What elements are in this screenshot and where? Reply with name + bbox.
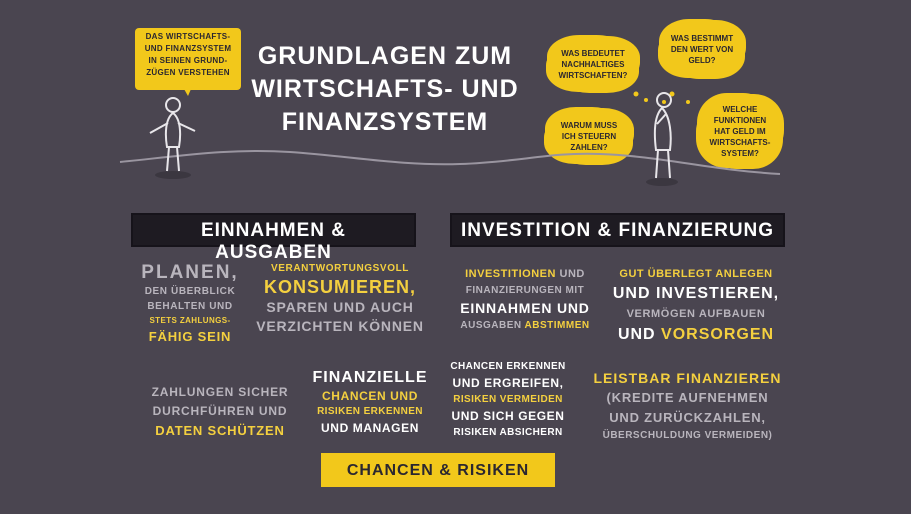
block-text: ABSTIMMEN: [524, 320, 590, 331]
cloud-text: WIRTSCHAFTS-: [709, 137, 771, 147]
block-text: SPAREN UND AUCH: [266, 299, 414, 315]
block-text: ZAHLUNGEN SICHER: [151, 385, 289, 399]
stick-figure-icon: [149, 97, 196, 179]
block-text: UND: [617, 326, 662, 343]
block-text: VERZICHTEN KÖNNEN: [256, 318, 424, 334]
cloud-text: ICH STEUERN: [561, 131, 617, 141]
block-text: STETS ZAHLUNGS-: [149, 316, 231, 325]
block-text: BEHALTEN UND: [147, 301, 233, 312]
cloud-text: ZAHLEN?: [570, 142, 608, 152]
thought-cloud-funktionen: WELCHE FUNKTIONEN HAT GELD IM WIRTSCHAFT…: [700, 96, 780, 166]
title-line-2: WIRTSCHAFTS- UND: [251, 75, 519, 103]
block-text: CHANCEN UND: [322, 389, 418, 403]
block-text: EINNAHMEN UND: [460, 300, 590, 316]
block-text: FINANZIERUNGEN MIT: [465, 285, 585, 296]
block-text: RISIKEN ERKENNEN: [317, 406, 423, 417]
note-line-4: ZÜGEN VERSTEHEN: [146, 68, 230, 77]
block-konsumieren: VERANTWORTUNGSVOLL KONSUMIEREN, SPAREN U…: [255, 262, 425, 336]
block-text: DEN ÜBERBLICK: [144, 286, 236, 297]
block-anlegen: GUT ÜBERLEGT ANLEGEN UND INVESTIEREN, VE…: [605, 265, 787, 347]
cloud-text: WELCHE: [722, 104, 758, 114]
speech-bubble-tail: [180, 82, 194, 96]
title-line-1: GRUNDLAGEN ZUM: [257, 42, 513, 70]
block-text: UND MANAGEN: [321, 421, 419, 435]
block-text: AUSGABEN: [460, 320, 525, 331]
block-finanzielle-chancen: FINANZIELLE CHANCEN UND RISIKEN ERKENNEN…: [308, 368, 432, 436]
block-text: RISIKEN VERMEIDEN: [453, 394, 563, 405]
block-chancen-erkennen: CHANCEN ERKENNEN UND ERGREIFEN, RISIKEN …: [443, 359, 573, 441]
block-text: DURCHFÜHREN UND: [152, 404, 288, 418]
block-text: UND: [555, 268, 585, 280]
block-text: FÄHIG SEIN: [148, 329, 232, 344]
speech-bubble-left: DAS WIRTSCHAFTS- UND FINANZSYSTEM IN SEI…: [135, 28, 241, 90]
block-text: RISIKEN ABSICHERN: [453, 427, 563, 438]
thinking-figure-icon: [646, 92, 678, 186]
cloud-text: SYSTEM?: [721, 148, 759, 158]
cloud-text: WARUM MUSS: [560, 120, 618, 130]
block-line: AUSGABEN ABSTIMMEN: [450, 318, 600, 334]
block-text: INVESTITIONEN: [465, 268, 556, 280]
heading-chancen-risiken: CHANCEN & RISIKEN: [321, 453, 555, 487]
block-text: CHANCEN ERKENNEN: [450, 361, 566, 372]
thought-dots: [633, 91, 690, 104]
block-text: (KREDITE AUFNEHMEN: [606, 390, 769, 405]
cloud-text: WIRTSCHAFTEN?: [558, 70, 628, 80]
block-text: GUT ÜBERLEGT ANLEGEN: [619, 268, 773, 280]
cloud-text: FUNKTIONEN: [713, 115, 767, 125]
block-line: INVESTITIONEN UND: [450, 265, 600, 283]
block-text: UND INVESTIEREN,: [612, 285, 780, 302]
block-text: UND ZURÜCKZAHLEN,: [609, 410, 766, 425]
cloud-text: GELD?: [688, 55, 716, 65]
note-line-3: IN SEINEN GRUND-: [148, 56, 228, 65]
cloud-text: WAS BEDEUTET: [561, 48, 625, 58]
block-text: ÜBERSCHULDUNG VERMEIDEN): [602, 430, 773, 441]
block-line: UND VORSORGEN: [605, 323, 787, 347]
cloud-text: DEN WERT VON: [670, 44, 734, 54]
page-title: GRUNDLAGEN ZUM WIRTSCHAFTS- UND FINANZSY…: [250, 40, 520, 139]
block-leistbar-finanzieren: LEISTBAR FINANZIEREN (KREDITE AUFNEHMEN …: [590, 368, 785, 444]
cloud-text: HAT GELD IM: [714, 126, 766, 136]
cloud-text: NACHHALTIGES: [561, 59, 625, 69]
block-text: UND ERGREIFEN,: [452, 376, 564, 390]
title-line-3: FINANZSYSTEM: [281, 108, 489, 136]
heading-einnahmen-ausgaben: EINNAHMEN & AUSGABEN: [131, 213, 416, 263]
thought-cloud-geldwert: WAS BESTIMMT DEN WERT VON GELD?: [662, 22, 742, 76]
block-text: VORSORGEN: [661, 326, 775, 343]
note-line-1: DAS WIRTSCHAFTS-: [145, 32, 231, 41]
block-text: KONSUMIEREN,: [263, 277, 416, 297]
cloud-text: WAS BESTIMMT: [670, 33, 734, 43]
block-text: VERANTWORTUNGSVOLL: [270, 263, 410, 274]
block-text: FINANZIELLE: [312, 369, 428, 386]
block-zahlungen: ZAHLUNGEN SICHER DURCHFÜHREN UND DATEN S…: [140, 383, 300, 441]
block-text: LEISTBAR FINANZIEREN: [593, 370, 782, 386]
block-text: VERMÖGEN AUFBAUEN: [626, 308, 766, 320]
block-text: UND SICH GEGEN: [451, 409, 565, 423]
block-text: DATEN SCHÜTZEN: [155, 423, 285, 438]
thought-cloud-nachhaltig: WAS BEDEUTET NACHHALTIGES WIRTSCHAFTEN?: [550, 38, 636, 90]
heading-investition-finanzierung: INVESTITION & FINANZIERUNG: [450, 213, 785, 247]
block-planen: PLANEN, DEN ÜBERBLICK BEHALTEN UND STETS…: [135, 262, 245, 346]
block-text: PLANEN,: [141, 262, 239, 283]
note-line-2: UND FINANZSYSTEM: [144, 44, 232, 53]
block-investitionen: INVESTITIONEN UND FINANZIERUNGEN MIT EIN…: [450, 265, 600, 334]
